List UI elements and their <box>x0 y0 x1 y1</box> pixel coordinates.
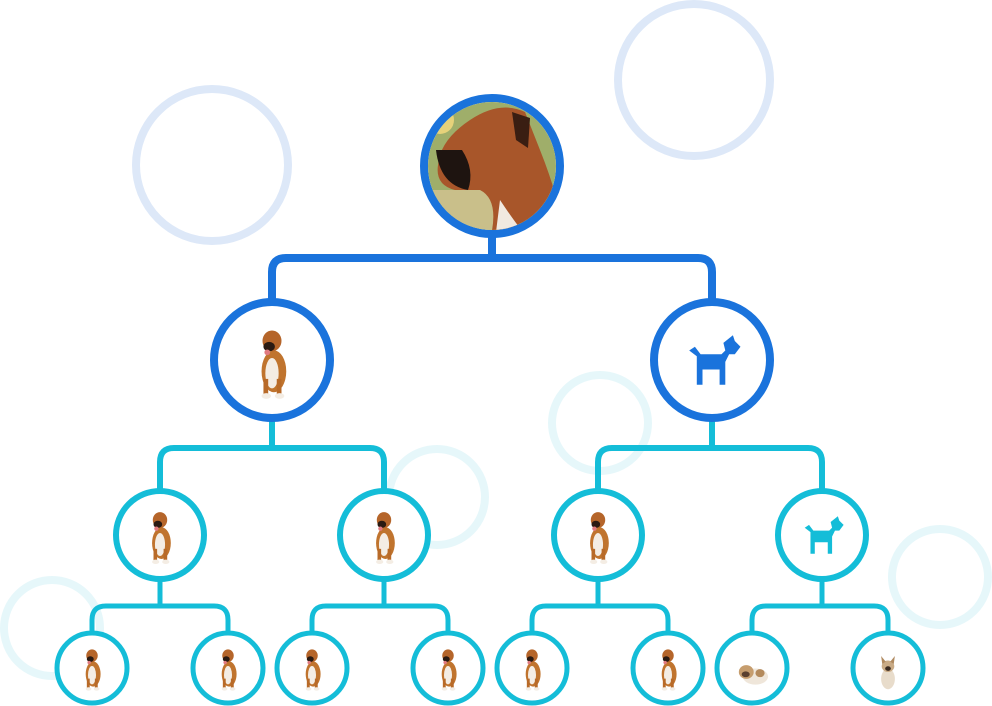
connector-line <box>529 603 671 633</box>
boxer-sitting-photo <box>525 649 541 691</box>
tree-node[interactable] <box>113 488 207 582</box>
decorative-circles <box>0 0 992 680</box>
boxer-sitting-photo <box>261 330 287 399</box>
tree-node[interactable] <box>410 630 486 706</box>
tree-node[interactable] <box>650 298 774 422</box>
tree-node[interactable] <box>714 630 790 706</box>
boxer-sitting-photo <box>152 512 171 564</box>
tree-node[interactable] <box>630 630 706 706</box>
french-bulldog-photo <box>881 655 895 690</box>
boxer-sitting-photo <box>590 512 609 564</box>
bulldog-photo <box>738 665 769 685</box>
tree-node[interactable] <box>775 488 869 582</box>
connector-line <box>268 254 716 302</box>
boxer-sitting-photo <box>221 649 237 691</box>
decorative-circle <box>614 0 774 160</box>
tree-node[interactable] <box>210 298 334 422</box>
tree-node[interactable] <box>190 630 266 706</box>
boxer-sitting-photo <box>376 512 395 564</box>
connector-line <box>749 603 891 633</box>
dog-icon <box>689 335 741 385</box>
tree-node[interactable] <box>494 630 570 706</box>
tree-node[interactable] <box>54 630 130 706</box>
root-node[interactable] <box>420 94 565 240</box>
boxer-sitting-photo <box>305 649 321 691</box>
boxer-sitting-photo <box>661 649 677 691</box>
decorative-circle <box>132 85 292 245</box>
connector-line <box>309 603 451 633</box>
boxer-sitting-photo <box>85 649 101 691</box>
decorative-circle <box>0 576 104 680</box>
tree-node[interactable] <box>850 630 926 706</box>
decorative-circle <box>888 525 992 629</box>
dog-icon <box>804 516 844 554</box>
connector-line <box>89 603 231 633</box>
tree-node[interactable] <box>337 488 431 582</box>
tree-node[interactable] <box>274 630 350 706</box>
connector-line <box>157 445 387 491</box>
tree-node[interactable] <box>551 488 645 582</box>
boxer-sitting-photo <box>441 649 457 691</box>
nodes <box>54 94 926 706</box>
connectors <box>89 234 891 633</box>
